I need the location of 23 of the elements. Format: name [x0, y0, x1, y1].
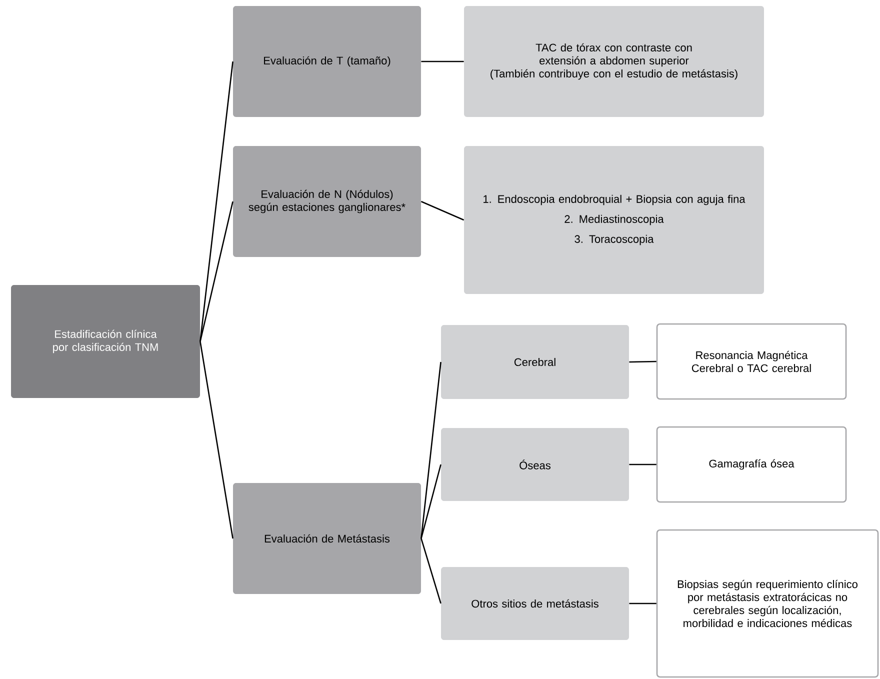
connector-line [420, 362, 442, 539]
connector-line [420, 464, 442, 539]
site-box: Cerebral [441, 325, 629, 399]
connector-line [420, 538, 442, 604]
connector-line [420, 200, 464, 221]
category-box: Evaluación de Metástasis [233, 483, 421, 594]
method-box: Gamagrafía ósea [656, 426, 847, 503]
connector-line [629, 464, 656, 466]
connector-line [200, 201, 234, 342]
category-box: Evaluación de T (tamaño) [233, 6, 421, 117]
connector-line [200, 61, 234, 342]
category-box: Evaluación de N (Nódulos) según estaciones ganglionares* [233, 146, 421, 257]
connector-line [200, 341, 234, 539]
method-box: Resonancia Magnética Cerebral o TAC cerebral [656, 323, 847, 400]
method-box: Biopsias según requerimiento clínico por metástasis extratorácicas no cerebrales según localización, morbilidad e indicaciones médicas [656, 529, 879, 678]
method-box: 1. Endoscopia endobroquial + Biopsia con aguja fina 2. Mediastinoscopia 3. Toracoscopia [464, 146, 764, 294]
site-box: Óseas [441, 428, 629, 501]
connector-line [421, 60, 464, 62]
root-box: Estadificación clínica por clasificación TNM [11, 285, 200, 398]
site-box: Otros sitios de metástasis [441, 567, 629, 640]
connector-line [629, 360, 656, 363]
connector-line [629, 602, 656, 604]
method-box: TAC de tórax con contraste con extensión a abdomen superior (También contribuye con el estudio de metástasis) [464, 6, 764, 117]
